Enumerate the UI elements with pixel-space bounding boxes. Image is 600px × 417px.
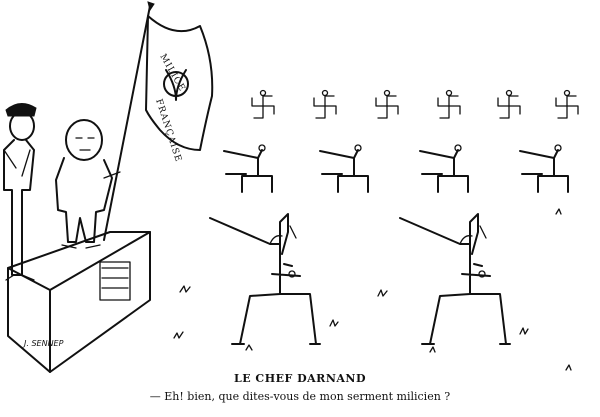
darnand-figure: [55, 119, 121, 249]
officer-figure: [3, 103, 37, 281]
artist-signature: J. SENNEP: [24, 339, 64, 348]
caption-line: — Eh! bien, que dites-vous de mon sermen…: [149, 390, 451, 403]
marching-row-middle: [223, 144, 569, 193]
marching-row-back: [251, 89, 579, 119]
marching-row-front: [209, 213, 511, 345]
flag: MILICE FRANÇAISE: [103, 1, 214, 241]
gamma-emblem-icon: [163, 69, 189, 101]
flag-text-bottom: FRANÇAISE: [153, 98, 183, 164]
grass: [173, 208, 572, 371]
podium: [7, 231, 151, 373]
caption-title: LE CHEF DARNAND: [233, 372, 367, 385]
